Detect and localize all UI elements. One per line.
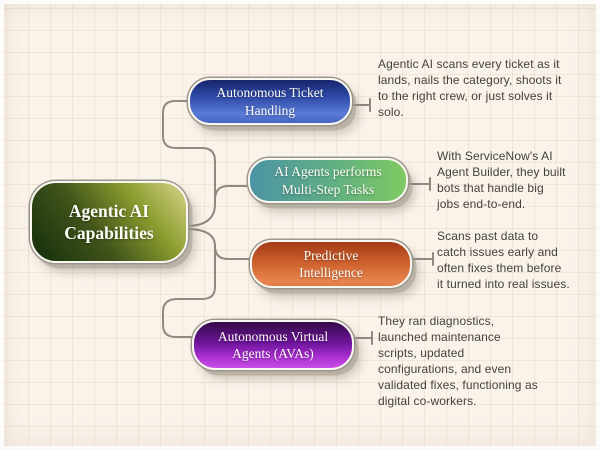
connector-multistep-description (405, 177, 431, 191)
description-predictive-intelligence: Scans past data to catch issues early an… (437, 229, 570, 291)
connector-predictive-description (409, 252, 434, 266)
connector-center-to-predictive (185, 228, 253, 260)
connector-ticket-handling-description (351, 98, 371, 112)
branch-node-label: Autonomous Virtual Agents (AVAs) (217, 328, 329, 361)
branch-node-autonomous-virtual-agents: Autonomous Virtual Agents (AVAs) (192, 320, 354, 370)
branch-node-label: Predictive Intelligence (299, 247, 363, 280)
center-node-label: Agentic AI Capabilities (64, 200, 154, 243)
branch-node-autonomous-ticket-handling: Autonomous Ticket Handling (188, 78, 352, 125)
branch-node-multi-step-tasks: AI Agents performs Multi-Step Tasks (248, 158, 408, 203)
center-node-agentic-ai-capabilities: Agentic AI Capabilities (30, 181, 188, 263)
branch-node-label: Autonomous Ticket Handling (216, 85, 324, 118)
connector-center-to-multistep (214, 185, 251, 201)
branch-node-label: AI Agents performs Multi-Step Tasks (274, 164, 382, 197)
branch-node-predictive-intelligence: Predictive Intelligence (250, 240, 412, 288)
connector-avas-description (351, 331, 373, 345)
description-autonomous-ticket-handling: Agentic AI scans every ticket as it land… (378, 57, 562, 119)
description-autonomous-virtual-agents: They ran diagnostics, launched maintenan… (378, 314, 538, 408)
description-multi-step-tasks: With ServiceNow's AI Agent Builder, they… (437, 149, 566, 211)
